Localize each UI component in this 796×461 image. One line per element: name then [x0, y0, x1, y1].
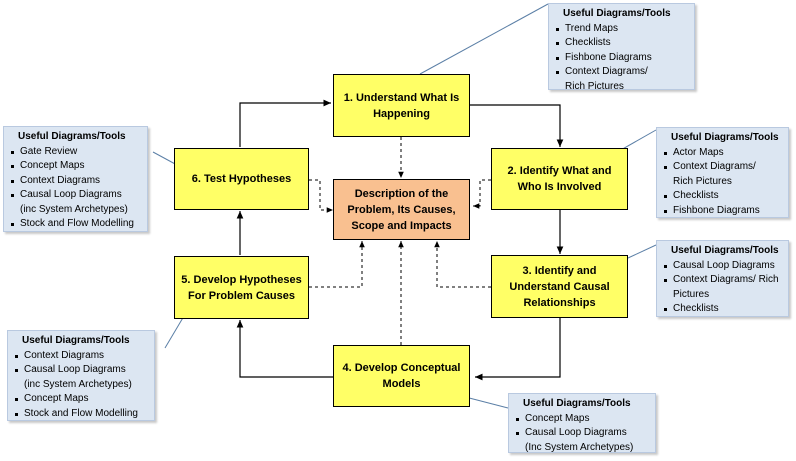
- arrow-4-to-5: [236, 320, 333, 378]
- tool-item: Causal Loop Diagrams: [14, 363, 148, 378]
- tool-item: Concept Maps: [10, 159, 141, 174]
- tools-title: Useful Diagrams/Tools: [671, 132, 779, 143]
- tools-title: Useful Diagrams/Tools: [523, 398, 631, 409]
- step-5-label: 5. Develop Hypotheses For Problem Causes: [181, 273, 302, 302]
- tool-item: (Inc System Archetypes): [525, 441, 634, 453]
- step-3-box: 3. Identify and Understand Causal Relati…: [491, 255, 628, 318]
- step-2-label: 2. Identify What and Who Is Involved: [507, 165, 612, 193]
- tool-item: Stock and Flow Modelling: [10, 217, 141, 232]
- step-5-box: 5. Develop Hypotheses For Problem Causes: [174, 256, 309, 319]
- tool-item: Rich Pictures: [673, 175, 732, 187]
- arrow-6-to-1: [239, 99, 331, 147]
- connector-step-6: [152, 151, 178, 166]
- tool-item: Context Diagrams: [14, 349, 148, 364]
- tool-item: (inc System Archetypes): [20, 203, 128, 215]
- tools-box-step-2: Useful Diagrams/Tools Actor Maps Context…: [656, 127, 789, 218]
- tool-item: (inc System Archetypes): [24, 378, 132, 390]
- tool-item: Context Diagrams/: [663, 160, 782, 175]
- tool-item: Gate Review: [10, 145, 141, 160]
- tool-item: Causal Loop Diagrams: [10, 188, 141, 203]
- tools-title: Useful Diagrams/Tools: [22, 335, 130, 346]
- step-4-label: 4. Develop Conceptual Models: [342, 362, 461, 390]
- step-3-label: 3. Identify and Understand Causal Relati…: [509, 264, 610, 309]
- tool-item: Fishbone Diagrams: [663, 204, 782, 219]
- dashed-arrow-6-center: [309, 179, 333, 213]
- tools-box-step-6: Useful Diagrams/Tools Gate Review Concep…: [3, 126, 148, 232]
- center-problem-box: Description of the Problem, Its Causes, …: [333, 179, 470, 240]
- tool-item: Rich Pictures: [565, 80, 624, 92]
- step-6-box: 6. Test Hypotheses: [174, 148, 309, 210]
- tool-item: Stock and Flow Modelling: [14, 407, 148, 422]
- step-1-box: 1. Understand What Is Happening: [333, 74, 470, 137]
- tool-item: Causal Loop Diagrams: [515, 426, 649, 441]
- arrow-1-to-2: [470, 104, 564, 147]
- tool-item: Pictures: [673, 288, 710, 300]
- tools-box-step-5: Useful Diagrams/Tools Context Diagrams C…: [7, 330, 155, 421]
- tools-title: Useful Diagrams/Tools: [671, 245, 779, 256]
- tool-item: Checklists: [663, 189, 782, 204]
- tool-item: Context Diagrams: [10, 174, 141, 189]
- tool-item: Concept Maps: [14, 392, 148, 407]
- dashed-arrow-2-center: [473, 179, 491, 209]
- tools-title: Useful Diagrams/Tools: [18, 131, 126, 142]
- tools-title: Useful Diagrams/Tools: [563, 8, 671, 19]
- step-2-box: 2. Identify What and Who Is Involved: [491, 148, 628, 210]
- tools-box-step-4: Useful Diagrams/Tools Concept Maps Causa…: [508, 393, 656, 453]
- tools-box-step-1: Useful Diagrams/Tools Trend Maps Checkli…: [548, 3, 695, 92]
- tool-item: Fishbone Diagrams: [555, 51, 688, 66]
- tool-item: Trend Maps: [555, 22, 688, 37]
- tool-item: Context Diagrams/ Rich: [663, 273, 782, 288]
- center-label: Description of the Problem, Its Causes, …: [347, 187, 456, 232]
- tool-item: Context Diagrams/: [555, 65, 688, 80]
- step-1-label: 1. Understand What Is Happening: [343, 91, 460, 120]
- tool-item: Actor Maps: [663, 146, 782, 161]
- tool-item: Checklists: [555, 36, 688, 51]
- step-4-box: 4. Develop Conceptual Models: [333, 345, 470, 407]
- arrow-3-to-4: [475, 318, 561, 381]
- tools-box-step-3: Useful Diagrams/Tools Causal Loop Diagra…: [656, 240, 789, 317]
- tool-item: Concept Maps: [515, 412, 649, 427]
- step-6-label: 6. Test Hypotheses: [191, 173, 292, 185]
- dashed-arrow-3-center: [434, 241, 491, 288]
- tool-item: Checklists: [663, 302, 782, 317]
- connector-step-1: [419, 3, 549, 75]
- dashed-arrow-5-center: [309, 241, 365, 288]
- tool-item: Causal Loop Diagrams: [663, 259, 782, 274]
